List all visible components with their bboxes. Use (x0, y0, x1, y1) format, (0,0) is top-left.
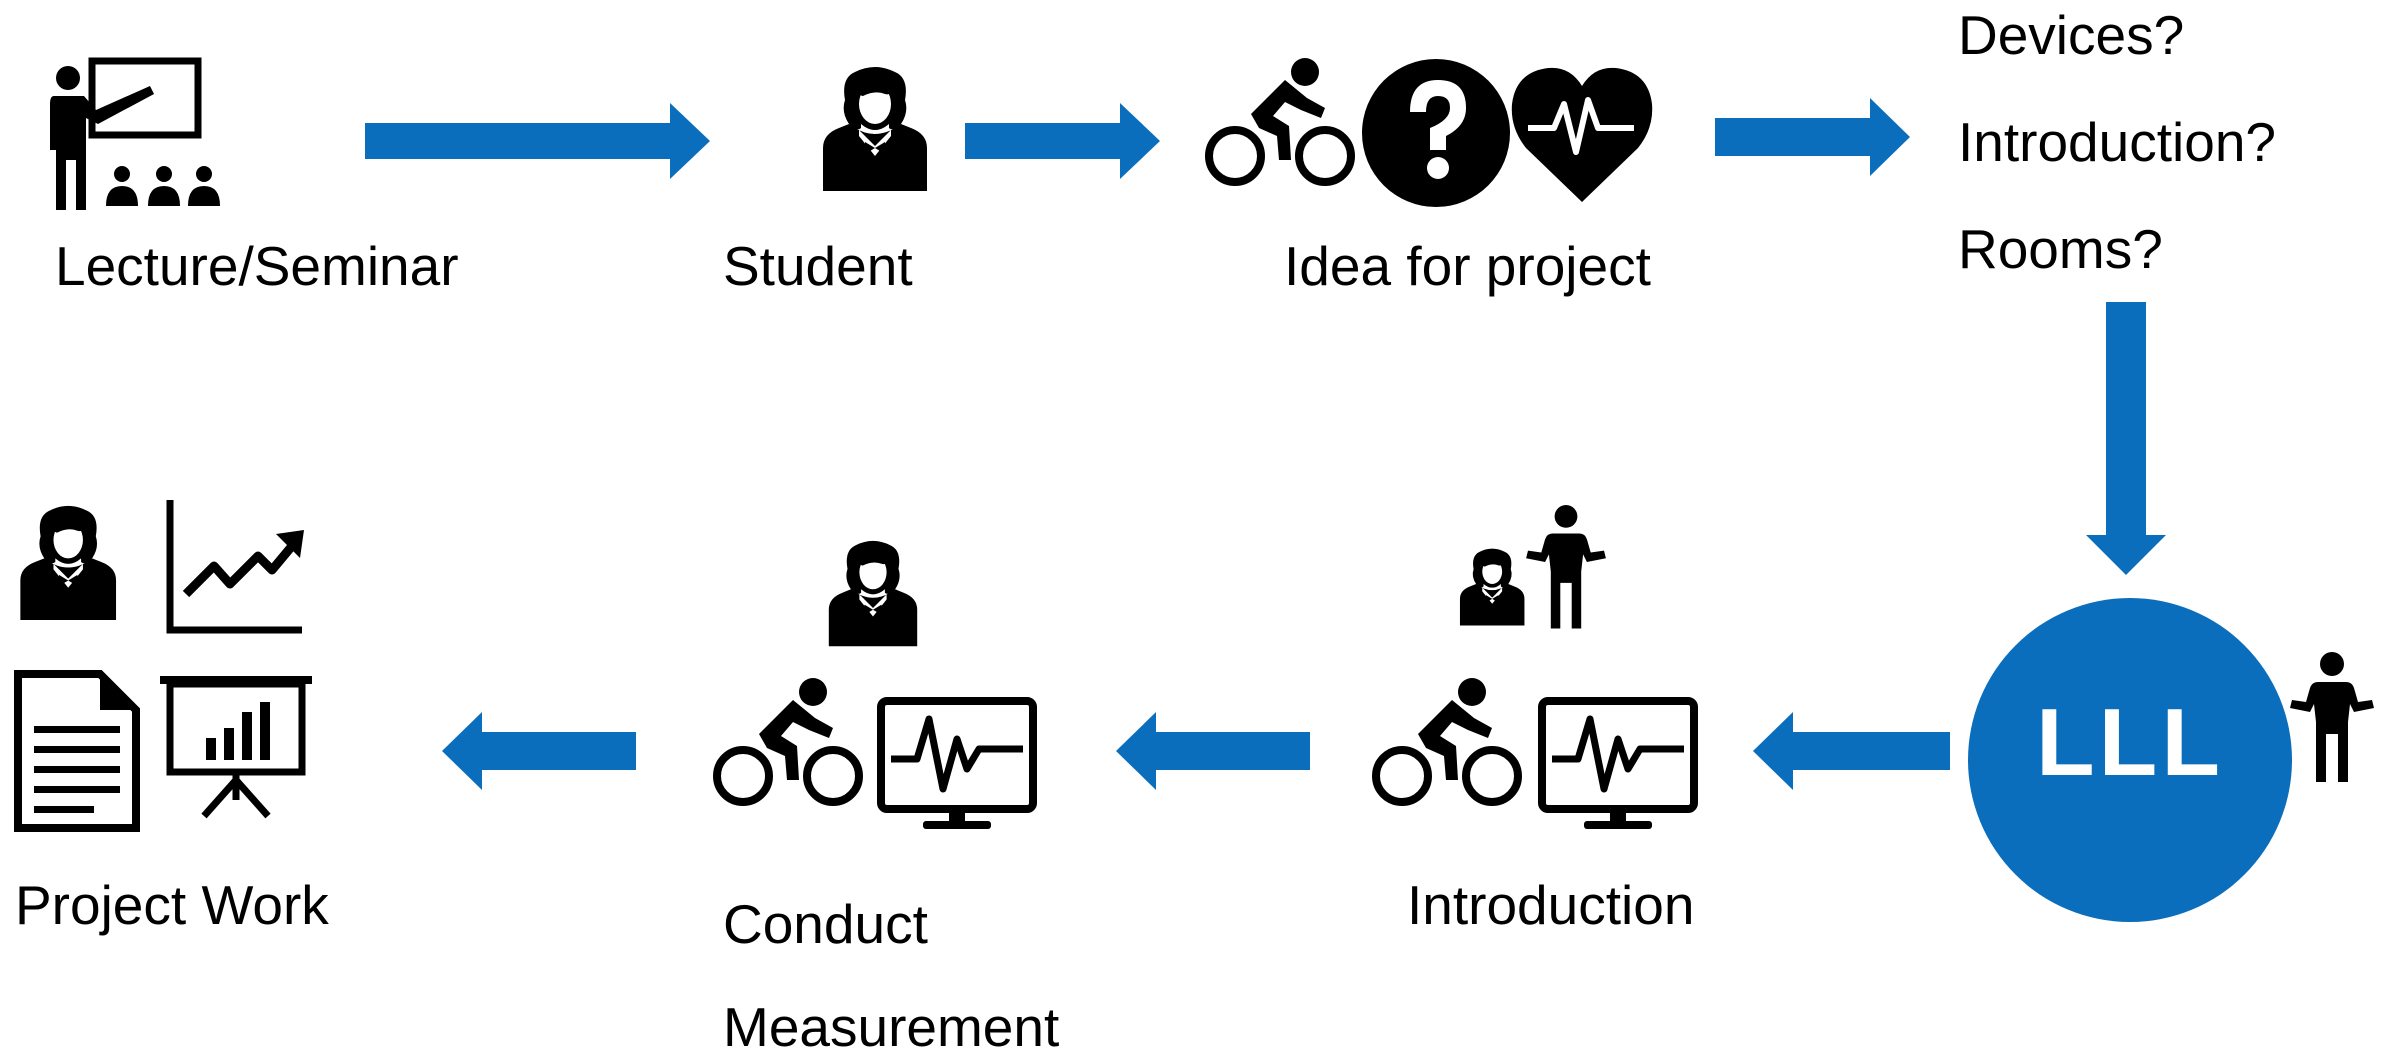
document-icon (14, 670, 140, 832)
student-icon (1459, 548, 1525, 626)
lecture-seminar-label: Lecture/Seminar (55, 235, 459, 297)
heart-pulse-icon (1511, 67, 1653, 203)
student-label: Student (723, 235, 913, 297)
trend-chart-icon (166, 500, 304, 634)
arrow-lecture-to-student (365, 103, 710, 179)
idea-label: Idea for project (1284, 235, 1651, 297)
presenter-icon (50, 57, 220, 210)
question-rooms: Rooms? (1958, 218, 2163, 280)
project-work-label: Project Work (15, 874, 329, 936)
cyclist-icon (1209, 58, 1351, 182)
arrow-lll-to-introduction (1753, 712, 1950, 790)
lll-circle (1968, 598, 2292, 922)
advisor-icon (1526, 505, 1606, 629)
measurement-label: Measurement (723, 996, 1060, 1058)
cyclist-icon (717, 678, 859, 802)
cyclist-icon (1376, 678, 1518, 802)
arrow-measurement-to-project-work (442, 712, 636, 790)
arrow-introduction-to-measurement (1116, 712, 1310, 790)
student-icon (828, 540, 918, 647)
question-introduction: Introduction? (1958, 111, 2276, 173)
presentation-board-icon (160, 676, 312, 819)
introduction-label: Introduction (1407, 874, 1695, 936)
question-devices: Devices? (1958, 4, 2185, 66)
conduct-label: Conduct (723, 893, 928, 955)
monitor-ecg-icon (881, 701, 1033, 829)
student-icon (823, 67, 927, 191)
arrow-student-to-idea (965, 103, 1160, 179)
student-icon (20, 505, 117, 620)
question-icon (1362, 59, 1510, 207)
arrow-questions-to-lll (2086, 302, 2166, 575)
arrow-idea-to-questions (1715, 98, 1910, 176)
monitor-ecg-icon (1542, 701, 1694, 829)
lll-label: LLL (2036, 689, 2224, 796)
advisor-icon (2290, 652, 2374, 782)
